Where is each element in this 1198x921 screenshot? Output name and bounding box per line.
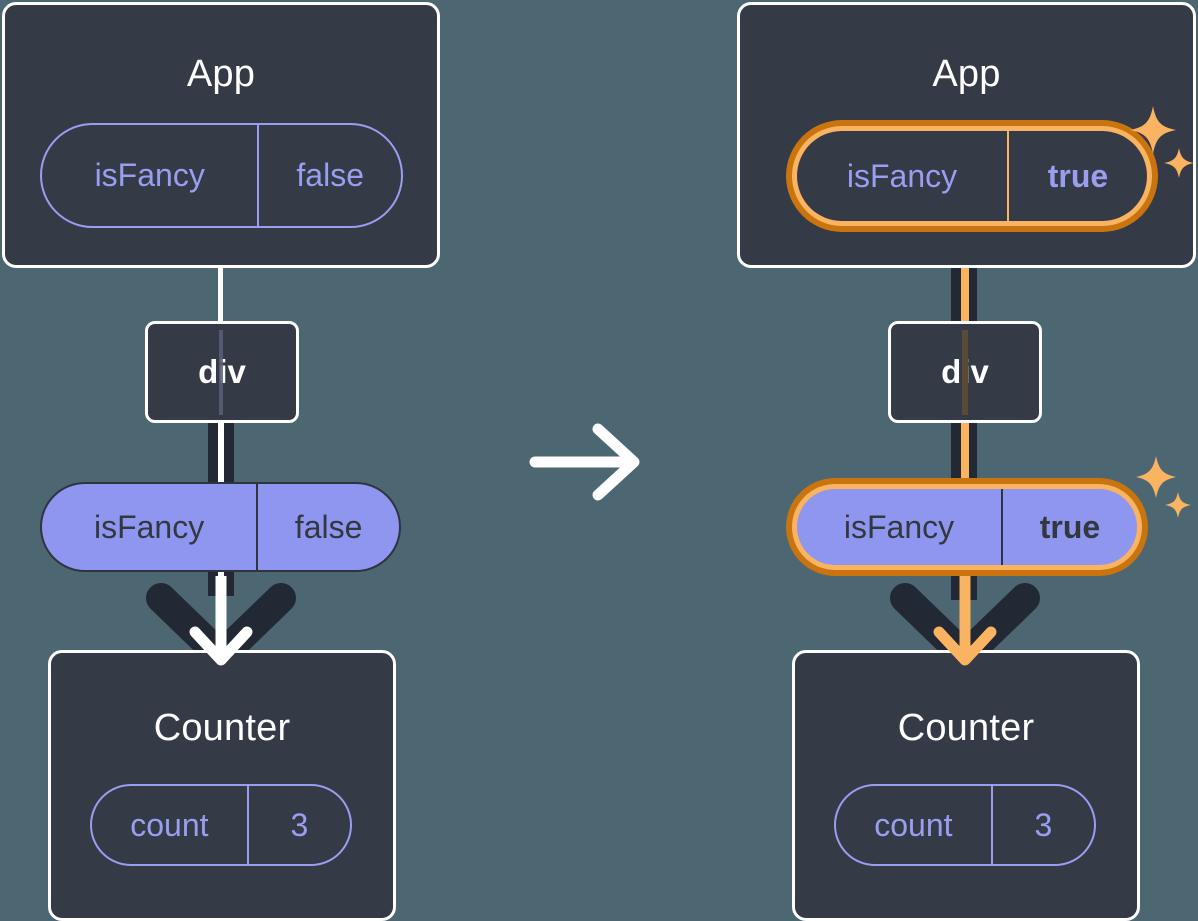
app-state-value-after: true [1007, 131, 1147, 221]
app-state-pill-after-ring: isFancy true [792, 126, 1152, 226]
counter-state-value-after: 3 [990, 786, 1094, 864]
counter-state-name-before: count [130, 806, 209, 843]
counter-state-pill-before[interactable]: count 3 [90, 784, 352, 866]
connector-through-div-before [219, 330, 223, 415]
app-state-pill-after-core: isFancy true [797, 131, 1147, 221]
prop-name-after: isFancy [843, 508, 955, 545]
counter-state-pill-after[interactable]: count 3 [834, 784, 1096, 866]
connector-app-to-div-before [218, 268, 223, 323]
prop-name-before: isFancy [93, 508, 205, 545]
app-title-after: App [932, 53, 1001, 95]
prop-pill-after[interactable]: isFancy true [786, 478, 1148, 576]
app-state-pill-before[interactable]: isFancy false [40, 123, 403, 228]
prop-pill-after-core: isFancy true [797, 489, 1137, 565]
app-state-pill-after[interactable]: isFancy true [786, 120, 1158, 232]
prop-pill-before[interactable]: isFancy false [40, 482, 401, 572]
connector-app-to-div-after-core [961, 228, 969, 323]
counter-title-before: Counter [153, 707, 291, 749]
app-state-name-after: isFancy [846, 157, 958, 194]
prop-value-after: true [1001, 489, 1137, 565]
app-state-name-before: isFancy [94, 157, 205, 193]
down-arrow-after [933, 576, 997, 666]
prop-value-before: false [256, 484, 399, 570]
app-title-before: App [186, 53, 256, 95]
app-state-value-before: false [257, 125, 401, 226]
counter-state-value-before: 3 [246, 786, 350, 864]
prop-pill-after-ring: isFancy true [792, 484, 1142, 570]
connector-through-div-after [962, 330, 968, 415]
counter-state-name-after: count [874, 806, 953, 843]
connector-div-to-prop-after-core [961, 420, 969, 486]
connector-div-to-prop-before-core [218, 420, 224, 486]
down-arrow-before [189, 576, 253, 666]
counter-title-after: Counter [897, 707, 1035, 749]
right-arrow-icon [529, 423, 640, 501]
